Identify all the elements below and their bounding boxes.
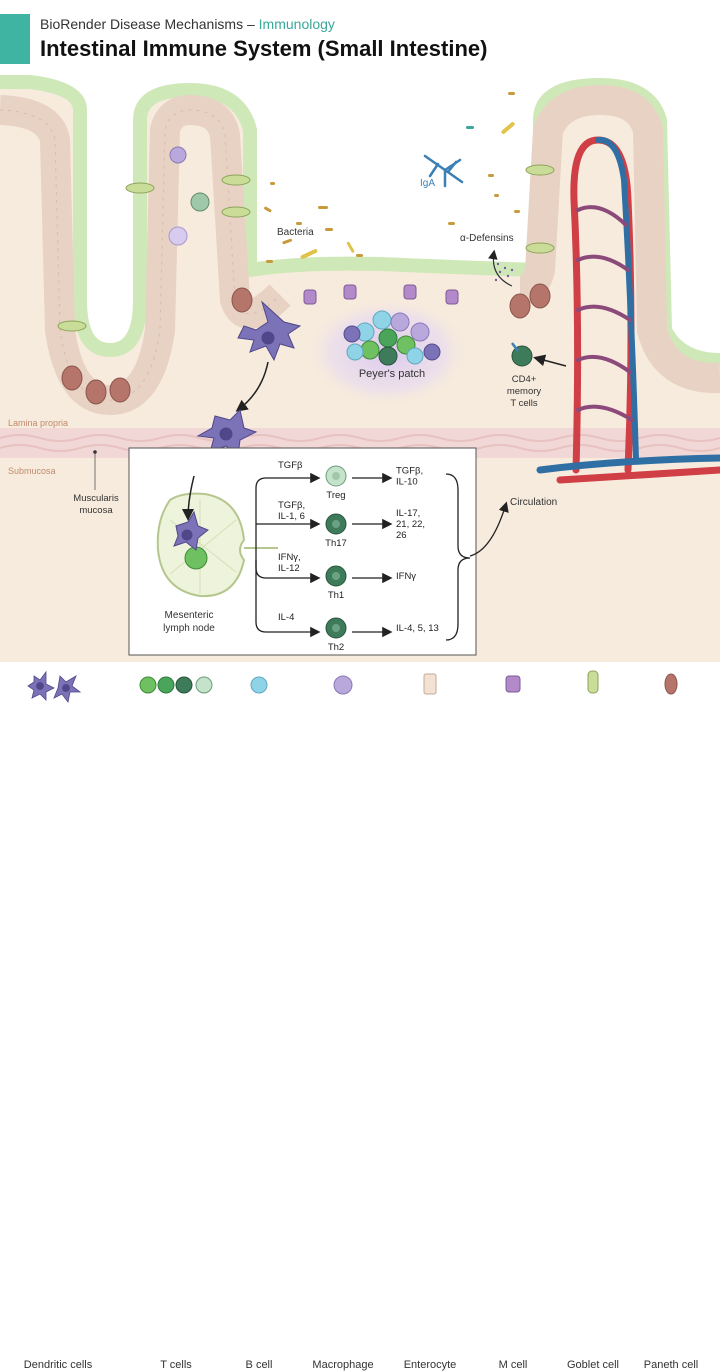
legend: Dendritic cells T cells B cell Macrophag… bbox=[0, 662, 720, 1371]
m-cells bbox=[303, 284, 459, 305]
legend-label-mcell: M cell bbox=[498, 1359, 528, 1371]
intestine-diagram: Peyer's patch Bacteria IgA α-Defensins bbox=[0, 72, 720, 662]
cd4-label-2: memory bbox=[507, 386, 542, 397]
blood-vessels bbox=[536, 136, 720, 484]
legend-label-enterocyte: Enterocyte bbox=[403, 1359, 457, 1371]
crypt-right bbox=[518, 85, 720, 394]
accent-bar bbox=[0, 14, 30, 64]
cell-label: Th1 bbox=[328, 590, 344, 601]
legend-label-paneth: Paneth cell bbox=[643, 1359, 699, 1371]
header: BioRender Disease Mechanisms – Immunolog… bbox=[0, 0, 720, 72]
defensins-label: α-Defensins bbox=[460, 233, 514, 244]
t-cell-icon bbox=[139, 676, 213, 694]
crypt-left-inner bbox=[0, 109, 281, 401]
page-title: Intestinal Immune System (Small Intestin… bbox=[40, 36, 488, 61]
m-cell-icon bbox=[505, 675, 521, 693]
legend-icons bbox=[27, 670, 678, 703]
migration-arrow-1 bbox=[235, 361, 269, 412]
epithelium-outline bbox=[0, 75, 720, 367]
bacteria-label: Bacteria bbox=[277, 227, 314, 238]
defensins-arrow bbox=[488, 249, 513, 287]
cell-label: Th17 bbox=[325, 538, 347, 549]
legend-label-tcells: T cells bbox=[160, 1359, 192, 1371]
migration-arrow-2 bbox=[182, 475, 195, 521]
macrophage-icon bbox=[333, 675, 353, 695]
cd4-label-1: CD4+ bbox=[512, 374, 537, 385]
b-cell-icon bbox=[250, 676, 268, 694]
cytokine-in: IL-4 bbox=[278, 612, 294, 623]
branch-lines bbox=[255, 472, 509, 641]
iga-label: IgA bbox=[420, 178, 435, 189]
legend-label-goblet: Goblet cell bbox=[567, 1359, 619, 1371]
cytokine-out: TGFβ, bbox=[396, 466, 423, 477]
cytokine-in: IL-12 bbox=[278, 563, 300, 574]
bacteria-cluster bbox=[264, 92, 520, 263]
cd4-antibody-icon bbox=[511, 342, 519, 352]
peyers-patch-label: Peyer's patch bbox=[359, 368, 425, 380]
cytokine-out: IL-10 bbox=[396, 477, 418, 488]
peyers-patch-cells bbox=[343, 310, 441, 366]
legend-label-bcell: B cell bbox=[245, 1359, 273, 1371]
legend-label-dendritic: Dendritic cells bbox=[23, 1359, 93, 1371]
cytokine-in: IL-1, 6 bbox=[278, 511, 305, 522]
supertitle-accent: Immunology bbox=[258, 16, 335, 32]
muscularis-pointer-dot bbox=[93, 450, 97, 454]
lymph-node bbox=[156, 492, 278, 598]
paneth-cells bbox=[61, 283, 551, 405]
macrophage-villus bbox=[168, 146, 188, 246]
diff-cells bbox=[325, 465, 347, 639]
cytokine-out: IFNγ bbox=[396, 571, 416, 582]
cytokine-in: TGFβ, bbox=[278, 500, 305, 511]
cytokine-out: IL-4, 5, 13 bbox=[396, 623, 439, 634]
cell-label: Treg bbox=[326, 490, 345, 501]
t-cell-villus bbox=[190, 192, 210, 212]
submucosa-label: Submucosa bbox=[8, 466, 56, 476]
cytokine-in: TGFβ bbox=[278, 460, 303, 471]
lymph-node-label-2: lymph node bbox=[163, 623, 215, 634]
muscularis-wave bbox=[0, 434, 720, 442]
dendritic-cell-icon bbox=[27, 670, 82, 703]
cytokine-out: IL-17, bbox=[396, 508, 420, 519]
dendritic-cell-upper bbox=[237, 300, 302, 362]
defensin-particles bbox=[494, 262, 514, 282]
legend-label-macrophage: Macrophage bbox=[312, 1359, 374, 1371]
lymph-node-label-1: Mesenteric bbox=[165, 610, 214, 621]
cytokine-in: IFNγ, bbox=[278, 552, 301, 563]
lymph-node-panel bbox=[128, 447, 477, 656]
muscularis-label-1: Muscularis bbox=[73, 493, 119, 504]
goblet-cells bbox=[57, 164, 555, 332]
goblet-cell-icon bbox=[587, 670, 599, 694]
paneth-cell-icon bbox=[664, 673, 678, 695]
supertitle: BioRender Disease Mechanisms – Immunolog… bbox=[40, 16, 335, 32]
circulation-label: Circulation bbox=[510, 497, 557, 508]
cytokine-out: 26 bbox=[396, 530, 407, 541]
iga-icon bbox=[423, 154, 464, 188]
muscularis-label-2: mucosa bbox=[79, 505, 113, 516]
cell-label: Th2 bbox=[328, 642, 344, 653]
lamina-propria-label: Lamina propria bbox=[8, 418, 68, 428]
cd4-label-3: T cells bbox=[510, 398, 538, 409]
cytokine-out: 21, 22, bbox=[396, 519, 425, 530]
cd4-arrow bbox=[533, 354, 567, 367]
supertitle-prefix: BioRender Disease Mechanisms – bbox=[40, 16, 259, 32]
enterocyte-icon bbox=[423, 673, 437, 695]
